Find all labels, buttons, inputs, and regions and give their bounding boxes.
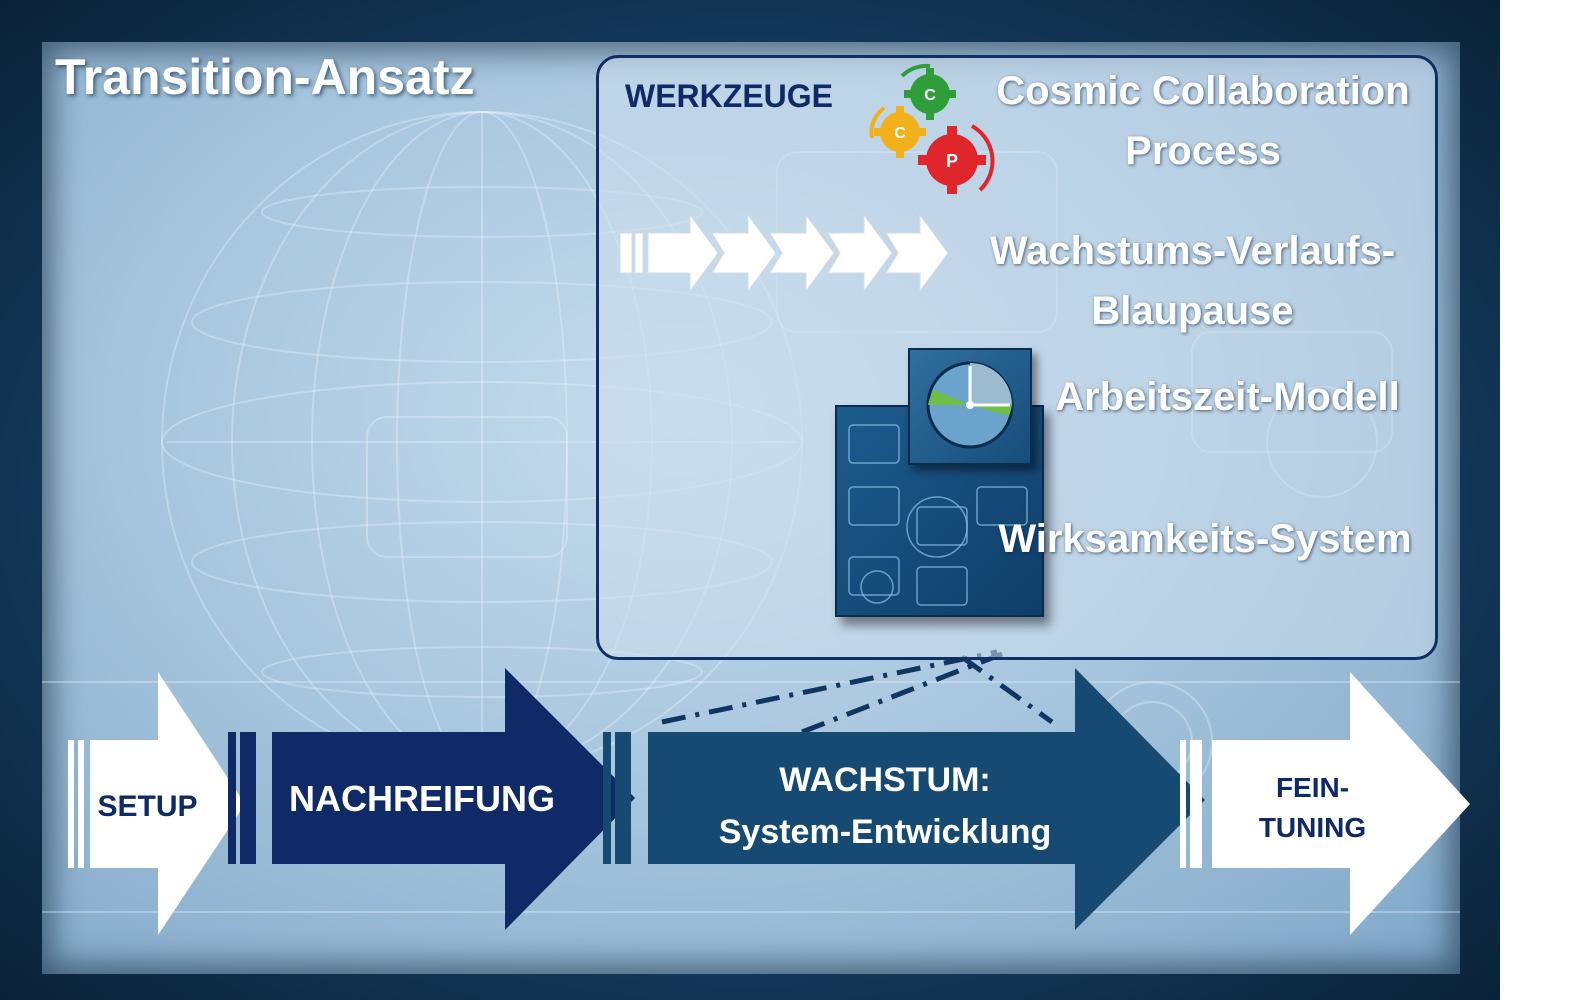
wachstum-arrow xyxy=(603,668,1205,930)
phase-nachreifung-label: NACHREIFUNG xyxy=(289,778,555,819)
setup-arrow xyxy=(68,672,245,935)
tool-wachstum-line2: Blaupause xyxy=(1091,289,1294,333)
phase-fein-line2: TUNING xyxy=(1258,812,1367,843)
feintuning-arrow xyxy=(1180,672,1470,935)
red-gear-icon: P xyxy=(918,126,986,194)
gear-letter-3: P xyxy=(946,151,958,171)
yellow-gear-icon: C xyxy=(874,106,926,158)
gears-icon: C C P xyxy=(869,63,995,194)
tool-arbeitszeit: Arbeitszeit-Modell xyxy=(1055,375,1400,419)
phase-arrows xyxy=(68,668,1470,935)
page-title: Transition-Ansatz xyxy=(55,49,475,105)
green-gear-icon: C xyxy=(904,68,956,120)
chevron-arrows-icon xyxy=(620,213,949,293)
phase-fein-line1: FEIN- xyxy=(1275,772,1350,803)
tool-wachstum-line1: Wachstums-Verlaufs- xyxy=(989,229,1396,273)
tool-ccp-line1: Cosmic Collaboration xyxy=(996,69,1410,113)
clock-icon xyxy=(908,348,1032,465)
phase-wachstum-line1: WACHSTUM: xyxy=(779,761,991,799)
gear-letter-1: C xyxy=(924,87,936,104)
phase-wachstum-line2: System-Entwicklung xyxy=(718,813,1052,851)
tool-ccp-line2: Process xyxy=(1125,129,1281,173)
gear-letter-2: C xyxy=(894,125,906,142)
tools-label: WERKZEUGE xyxy=(625,78,833,114)
nachreifung-arrow xyxy=(228,668,635,930)
tool-wirksamkeit: Wirksamkeits-System xyxy=(998,517,1412,561)
phase-setup-label: SETUP xyxy=(97,790,198,823)
